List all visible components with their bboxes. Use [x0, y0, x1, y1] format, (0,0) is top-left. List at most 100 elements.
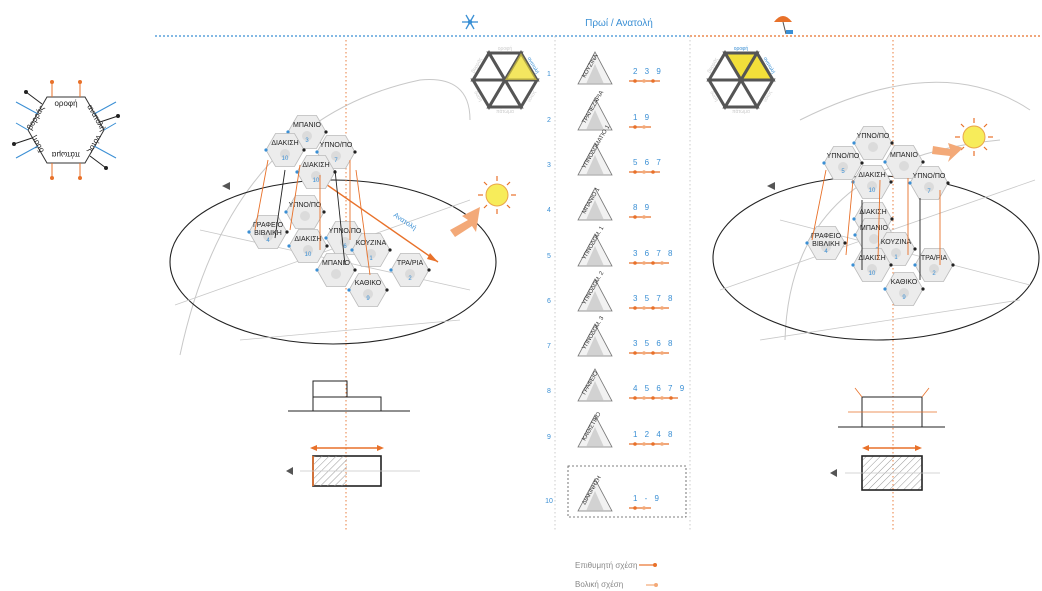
relation-dot	[633, 506, 637, 510]
relation-numbers: 8 9	[633, 203, 652, 212]
hex-cell-figure	[868, 142, 878, 152]
layer-link	[355, 169, 371, 276]
hex-cell-number: 1	[894, 255, 898, 261]
legend-optional-label: Βολική σχέση	[575, 580, 623, 589]
relation-dot	[642, 170, 646, 174]
hex-dot	[350, 248, 354, 252]
hex-dot	[347, 288, 351, 292]
room-triangle-shade	[586, 491, 604, 511]
hex-dot	[822, 161, 826, 165]
relation-dot	[633, 261, 637, 265]
relation-dot	[642, 306, 646, 310]
hex-cell-number: 7	[927, 189, 931, 195]
room-triangle-shade	[586, 200, 604, 220]
room-triangle-shade	[586, 64, 604, 84]
hex-cell-figure	[363, 289, 373, 299]
right-compass-label-0: οροφή	[734, 45, 749, 52]
hex-dot	[322, 210, 326, 214]
hex-cell-figure	[838, 162, 848, 172]
right-scene	[712, 40, 1040, 530]
hex-dot	[883, 160, 887, 164]
hex-cell-number: 3	[305, 138, 309, 144]
hex-cell-name: ΤΡΑ/ΡΙΑ	[397, 260, 424, 267]
room-hexagon: ΥΠΝΟ/ΠΟ7	[908, 166, 950, 200]
hex-cell-figure	[300, 211, 310, 221]
hex-dot	[913, 247, 917, 251]
layer-link	[877, 179, 881, 261]
relation-dot	[633, 442, 637, 446]
hex-cell-figure	[899, 288, 909, 298]
relation-dot	[642, 396, 646, 400]
row-number: 5	[547, 253, 551, 260]
hex-cell-name: ΥΠΝΟ/ΠΟ	[320, 142, 353, 149]
relation-dot	[633, 125, 637, 129]
relation-dot	[651, 442, 655, 446]
hex-cell-name: ΥΠΝΟ/ΠΟ	[329, 228, 362, 235]
hex-cell-figure	[331, 151, 341, 161]
relation-numbers: 1 9	[633, 113, 652, 122]
hex-cell-figure	[311, 171, 321, 181]
relation-dot	[642, 261, 646, 265]
hex-dot	[851, 263, 855, 267]
hex-cell-figure	[302, 131, 312, 141]
hex-cell-number: 10	[305, 252, 312, 258]
hex-cell-name: ΚΑΘΙΚΟ	[891, 279, 918, 286]
hex-cell-number: 4	[824, 249, 828, 255]
hex-dot	[889, 180, 893, 184]
hex-dot	[247, 230, 251, 234]
hex-cell-number: 7	[334, 158, 338, 164]
right-sunray-arrow	[932, 143, 963, 162]
hex-cell-name: ΥΠΝΟ/ΠΟ	[857, 133, 890, 140]
key-label-bottom-right: νότος	[86, 133, 104, 155]
room-triangle-shade	[586, 381, 604, 401]
relation-dot	[660, 396, 664, 400]
row-number: 10	[545, 498, 553, 505]
hex-dot	[883, 287, 887, 291]
relation-dot	[633, 79, 637, 83]
hex-dot	[286, 130, 290, 134]
hex-cell-number: 4	[266, 238, 270, 244]
right-compass-label-4: δύση	[708, 90, 720, 104]
relation-dot	[660, 306, 664, 310]
hex-cell-figure	[867, 181, 877, 191]
hex-cell-name: ΔΙΑΚΙΣΗ	[858, 172, 885, 179]
hex-cell-figure	[924, 182, 934, 192]
hex-cell-figure	[929, 264, 939, 274]
room-hexagon: ΥΠΝΟ/ΠΟ 5	[822, 146, 864, 180]
hex-cell-name: ΔΙΑΚΙΣΗ	[302, 162, 329, 169]
hex-dot	[852, 141, 856, 145]
hex-dot	[284, 210, 288, 214]
right-compass-hexagon: οροφή ανατολή νότος πάτωμα δύση βορράς	[706, 45, 777, 115]
hex-dot	[353, 268, 357, 272]
key-label-top: οροφή	[54, 99, 77, 108]
room-hexagon: ΜΠΑΝΙΟ	[883, 145, 925, 179]
hex-cell-number: 10	[282, 156, 289, 162]
room-triangle-shade	[586, 336, 604, 356]
hex-cell-name: ΜΠΑΝΙΟ	[890, 152, 919, 159]
hex-dot	[913, 263, 917, 267]
hex-cell-number: 5	[841, 169, 845, 175]
room-triangle-shade	[586, 246, 604, 266]
hex-cell-name: ΚΟΥΖΙΝΑ	[881, 239, 912, 246]
hex-cell-name: ΜΠΑΝΙΟ	[322, 260, 351, 267]
hex-cell-name: ΥΠΝΟ/ΠΟ	[827, 153, 860, 160]
key-label-top-right: ανατολή	[85, 103, 107, 133]
relation-dot	[651, 170, 655, 174]
row-number: 2	[547, 117, 551, 124]
relation-dot	[642, 79, 646, 83]
room-triangle-shade	[586, 291, 604, 311]
hex-dot	[427, 268, 431, 272]
hex-dot	[951, 263, 955, 267]
hex-dot	[324, 130, 328, 134]
hex-dot	[890, 141, 894, 145]
